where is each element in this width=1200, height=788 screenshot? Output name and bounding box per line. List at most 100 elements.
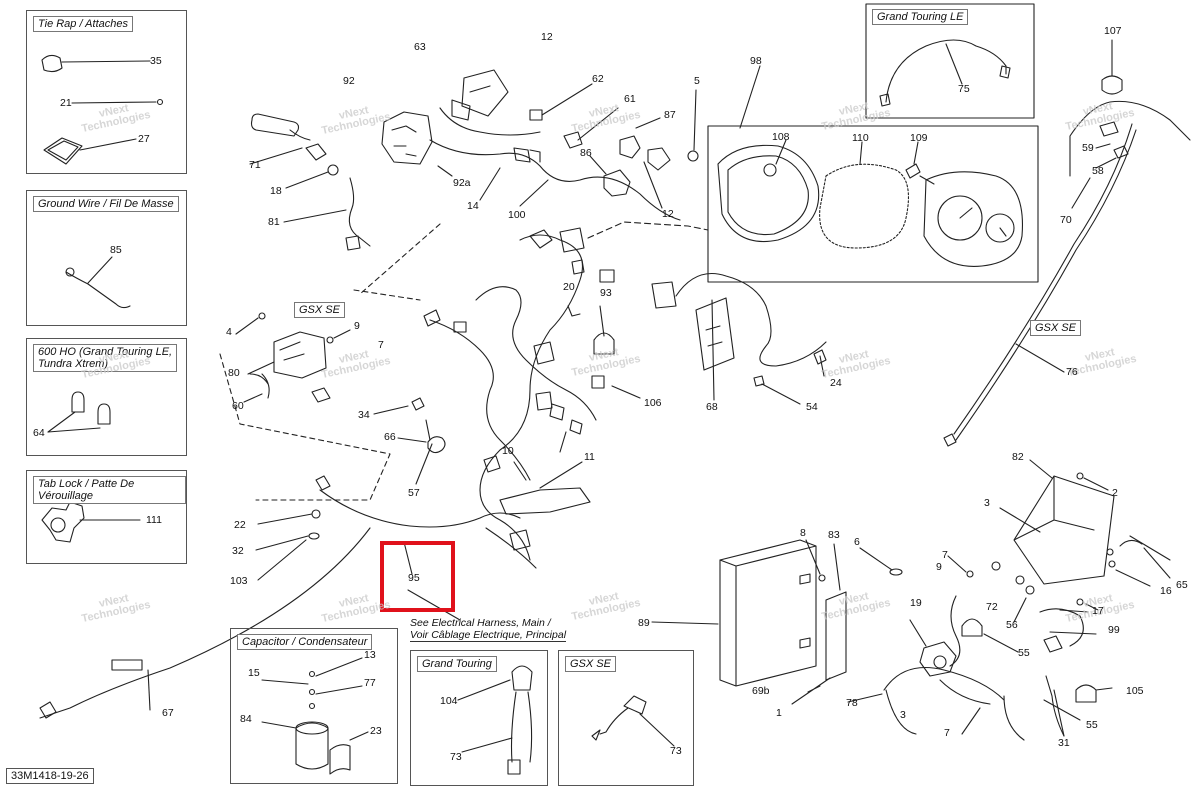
- callout-106: 106: [644, 397, 662, 409]
- callout-67: 67: [162, 707, 174, 719]
- ho600-box: 600 HO (Grand Touring LE, Tundra Xtrem): [26, 338, 187, 456]
- ground-wire-title: Ground Wire / Fil De Masse: [33, 196, 179, 212]
- gsx-se-tag-right: GSX SE: [1030, 320, 1081, 336]
- cap-holder-23: [329, 744, 351, 775]
- callout-78: 78: [846, 697, 858, 709]
- tie-rap-box: Tie Rap / Attaches: [26, 10, 187, 174]
- callout-89: 89: [638, 617, 650, 629]
- switch-housing: [381, 111, 433, 165]
- harness-67: [319, 489, 521, 528]
- gsx-se-harness-73: [599, 695, 647, 735]
- callout-73-gsx: 73: [670, 745, 682, 757]
- callout-27: 27: [138, 133, 150, 145]
- callout-71: 71: [249, 159, 261, 171]
- harness-note: See Electrical Harness, Main / Voir Câbl…: [410, 617, 567, 642]
- callout-15: 15: [248, 667, 260, 679]
- callout-54: 54: [806, 401, 818, 413]
- connector-87: [619, 135, 671, 171]
- battery-box-82: [1013, 475, 1115, 585]
- battery-bracket: [825, 591, 847, 681]
- callout-16: 16: [1160, 585, 1172, 597]
- callout-69b: 69b: [752, 685, 770, 697]
- callout-9b: 9: [936, 561, 942, 573]
- callout-100: 100: [508, 209, 526, 221]
- callout-14: 14: [467, 200, 479, 212]
- callout-103: 103: [230, 575, 248, 587]
- capacitor-title: Capacitor / Condensateur: [237, 634, 373, 650]
- callout-107: 107: [1104, 25, 1122, 37]
- callout-85: 85: [110, 244, 122, 256]
- connector-93: [593, 332, 615, 355]
- callout-13: 13: [364, 649, 376, 661]
- tie-rap-strap: [43, 137, 83, 165]
- throttle-grip: [250, 113, 300, 137]
- bracket-68: [695, 297, 735, 371]
- callout-24: 24: [830, 377, 842, 389]
- callout-12b: 12: [662, 208, 674, 220]
- callout-76: 76: [1066, 366, 1078, 378]
- grand-touring-box: Grand Touring: [410, 650, 548, 786]
- harness-note-line1: See Electrical Harness, Main /: [410, 617, 551, 629]
- callout-5: 5: [694, 75, 700, 87]
- callout-98: 98: [750, 55, 762, 67]
- callout-73-gt: 73: [450, 751, 462, 763]
- callout-55b: 55: [1086, 719, 1098, 731]
- callout-19: 19: [910, 597, 922, 609]
- gsx-se-box: GSX SE: [558, 650, 694, 786]
- gauge-cluster-box: [707, 125, 1039, 283]
- callout-111: 111: [146, 514, 162, 526]
- gsx-se-box-title: GSX SE: [565, 656, 616, 672]
- callout-7: 7: [378, 339, 384, 351]
- ho600-cap-left: [71, 391, 85, 413]
- main-harness-100: [429, 139, 681, 221]
- callout-81: 81: [268, 216, 280, 228]
- callout-92: 92: [343, 75, 355, 87]
- callout-95: 95: [408, 572, 420, 584]
- battery-89: [719, 539, 817, 687]
- callout-10: 10: [502, 445, 514, 457]
- callout-83: 83: [828, 529, 840, 541]
- callout-56: 56: [1006, 619, 1018, 631]
- callout-2: 2: [1112, 487, 1118, 499]
- harness-note-line2: Voir Câblage Electrique, Principal: [410, 629, 567, 641]
- callout-3: 3: [900, 709, 906, 721]
- callout-70: 70: [1060, 214, 1072, 226]
- callout-61: 61: [624, 93, 636, 105]
- callout-32: 32: [232, 545, 244, 557]
- lens-110: [819, 163, 909, 249]
- callout-4: 4: [226, 326, 232, 338]
- clip-22: [311, 509, 321, 519]
- callout-9: 9: [354, 320, 360, 332]
- callout-104: 104: [440, 695, 458, 707]
- callout-63: 63: [414, 41, 426, 53]
- connector-86: [603, 169, 631, 197]
- callout-17: 17: [1092, 605, 1104, 617]
- callout-65: 65: [1176, 579, 1188, 591]
- callout-72: 72: [986, 601, 998, 613]
- heater-wire-81: [348, 177, 371, 247]
- callout-99: 99: [1108, 624, 1120, 636]
- callout-22: 22: [234, 519, 246, 531]
- callout-86: 86: [580, 147, 592, 159]
- grand-touring-le-title: Grand Touring LE: [872, 9, 969, 25]
- grand-touring-harness-73: [510, 665, 533, 763]
- callout-82: 82: [1012, 451, 1024, 463]
- callout-18: 18: [270, 185, 282, 197]
- callout-62: 62: [592, 73, 604, 85]
- connector-62: [529, 109, 543, 121]
- callout-35: 35: [150, 55, 162, 67]
- harness-75: [885, 39, 1007, 103]
- callout-7c: 7: [944, 727, 950, 739]
- ho600-cap-right: [97, 403, 111, 425]
- tie-rap-screw: [156, 98, 164, 106]
- callout-77: 77: [364, 677, 376, 689]
- callout-20: 20: [563, 281, 575, 293]
- callout-66: 66: [384, 431, 396, 443]
- harness-70: [1069, 100, 1191, 177]
- callout-109: 109: [910, 132, 928, 144]
- gauge-cluster: [923, 171, 1024, 267]
- grand-touring-le-box: [865, 3, 1035, 119]
- callout-87: 87: [664, 109, 676, 121]
- relay-box: [651, 281, 677, 309]
